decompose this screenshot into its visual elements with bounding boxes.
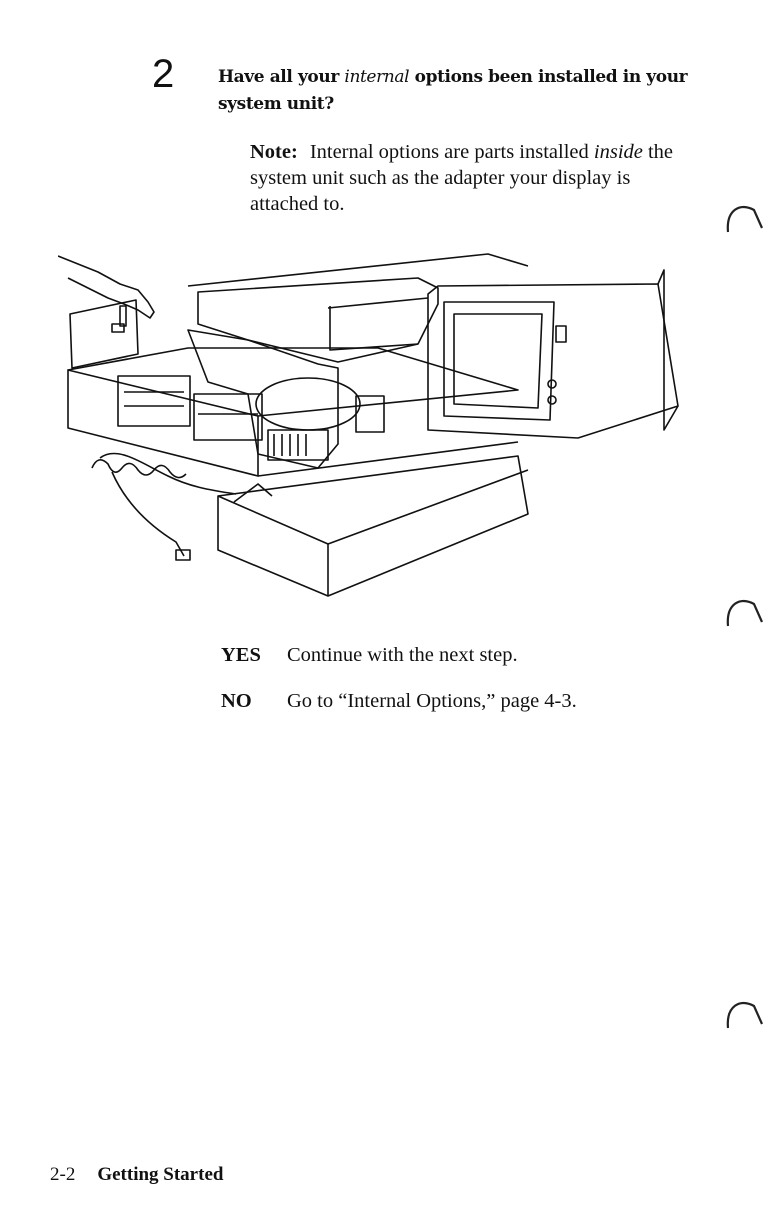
answer-key: YES [221, 642, 287, 668]
system-unit-cover [198, 278, 438, 362]
system-unit-illustration [58, 244, 698, 610]
note-label: Note: [250, 141, 298, 163]
question-emphasis: internal [344, 67, 409, 87]
note-block: Note: Internal options are parts installe… [250, 139, 680, 217]
binder-tab-mark [722, 592, 766, 636]
step-number: 2 [152, 52, 174, 96]
adapter-card [188, 330, 338, 468]
keyboard [218, 456, 528, 596]
page-number: 2-2 [50, 1164, 75, 1185]
monitor-casing [428, 284, 678, 438]
note-emphasis: inside [594, 141, 643, 163]
expansion-slot-cover [70, 300, 138, 368]
binder-tab-mark [722, 994, 766, 1038]
answer-text: Continue with the next step. [287, 644, 518, 666]
answer-key: NO [221, 688, 287, 714]
hand-illustration [58, 256, 154, 318]
answer-text: Go to “Internal Options,” page 4-3. [287, 690, 577, 712]
binder-tab-mark [722, 198, 766, 242]
question-text-1: Have all your [218, 67, 344, 87]
note-text-1: Internal options are parts installed [310, 141, 594, 163]
page-footer: 2-2 Getting Started [50, 1164, 223, 1186]
section-title: Getting Started [97, 1164, 223, 1185]
system-unit-base [68, 370, 258, 476]
step-question: Have all your internal options been inst… [218, 64, 688, 118]
drive-bay [118, 376, 190, 426]
